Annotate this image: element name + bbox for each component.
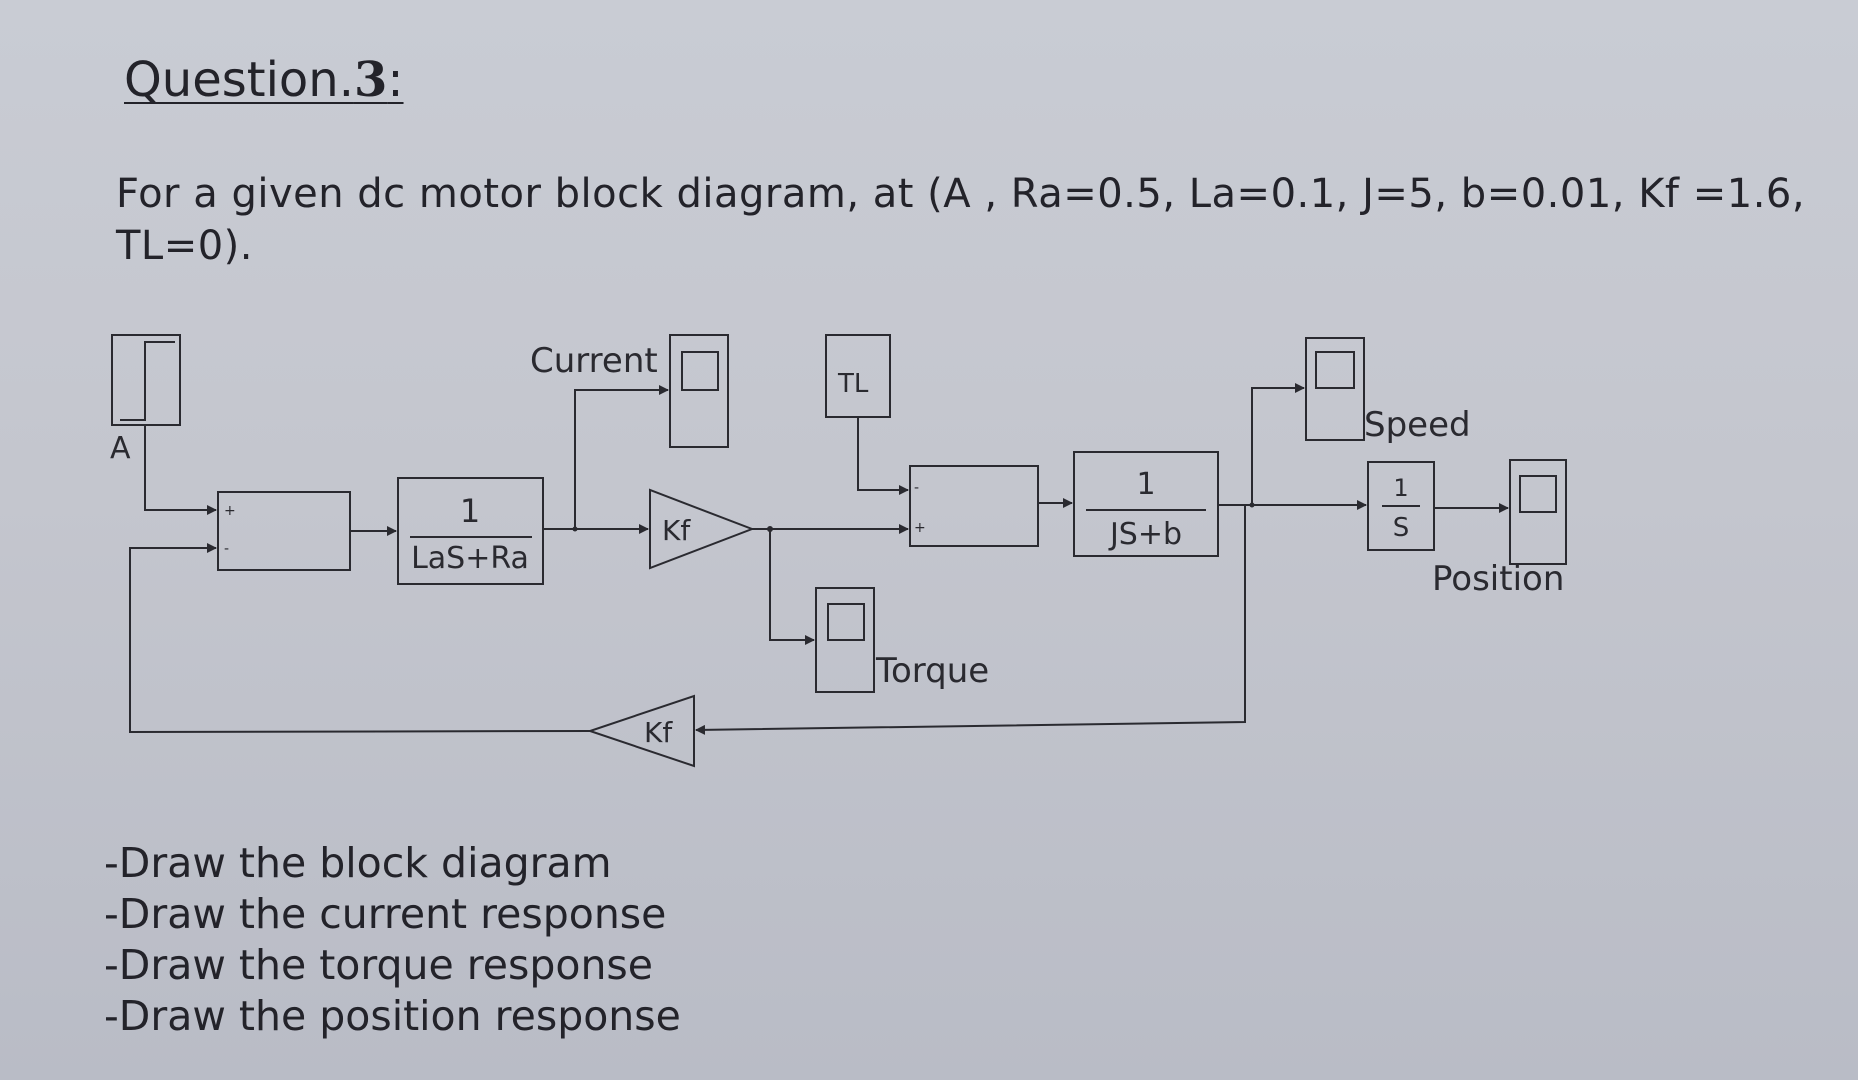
question-title: Question.3:: [124, 52, 404, 108]
armature-tf-block: [397, 477, 544, 585]
question-label: Question.: [124, 52, 354, 108]
sum1-minus-sign: -: [224, 541, 229, 557]
mechanical-tf-numerator: 1: [1136, 467, 1155, 502]
wire-to-speed-scope: [1251, 383, 1305, 505]
position-scope-screen: [1519, 475, 1557, 513]
speed-scope: [1305, 337, 1365, 441]
junction-dot: [767, 526, 773, 532]
torque-scope-screen: [827, 603, 865, 641]
wire-feedback-to-sum1: [129, 543, 591, 734]
junction-dot: [572, 526, 578, 532]
wire-source-to-sum1: [144, 425, 217, 515]
current-scope: [669, 334, 729, 448]
step-icon: [120, 341, 175, 421]
wire-tl-to-sum2: [857, 417, 909, 495]
torque-scope: [815, 587, 875, 693]
sum2-minus-sign: -: [914, 480, 919, 496]
integrator-block: [1367, 461, 1435, 551]
question-intro: For a given dc motor block diagram, at (…: [116, 171, 1806, 269]
current-scope-screen: [681, 351, 719, 391]
gain-feedback-block: [586, 694, 695, 768]
sum1-plus-sign: +: [224, 503, 236, 519]
task-item: -Draw the block diagram: [104, 839, 612, 887]
source-label: A: [110, 431, 131, 466]
sum-block-1: [217, 491, 351, 571]
wire-to-torque-scope: [769, 529, 815, 645]
position-label: Position: [1432, 559, 1564, 599]
load-torque-label: TL: [837, 369, 869, 399]
task-item: -Draw the current response: [104, 890, 667, 938]
question-number: 3: [353, 52, 388, 108]
current-label: Current: [530, 341, 658, 381]
mechanical-tf-denominator: JS+b: [1108, 517, 1182, 552]
wire-speed-feedback: [695, 505, 1246, 735]
integrator-denominator: S: [1393, 513, 1410, 543]
speed-label: Speed: [1364, 405, 1471, 445]
position-scope: [1509, 459, 1567, 565]
sum2-plus-sign: +: [914, 520, 926, 536]
task-item: -Draw the position response: [104, 992, 681, 1040]
torque-label: Torque: [875, 651, 989, 691]
gain-feedback-label: Kf: [644, 716, 673, 749]
armature-tf-denominator: LaS+Ra: [411, 541, 529, 576]
armature-tf-numerator: 1: [460, 492, 480, 530]
wire-to-current-scope: [574, 385, 669, 529]
integrator-numerator: 1: [1393, 474, 1408, 502]
gain-forward-label: Kf: [662, 514, 691, 547]
junction-dot: [1249, 502, 1255, 508]
sum-block-2: [909, 465, 1039, 547]
gain-forward-block: [649, 488, 755, 570]
question-suffix: :: [387, 52, 404, 108]
task-item: -Draw the torque response: [104, 941, 654, 989]
speed-scope-screen: [1315, 351, 1355, 389]
task-list: -Draw the block diagram -Draw the curren…: [104, 838, 681, 1042]
